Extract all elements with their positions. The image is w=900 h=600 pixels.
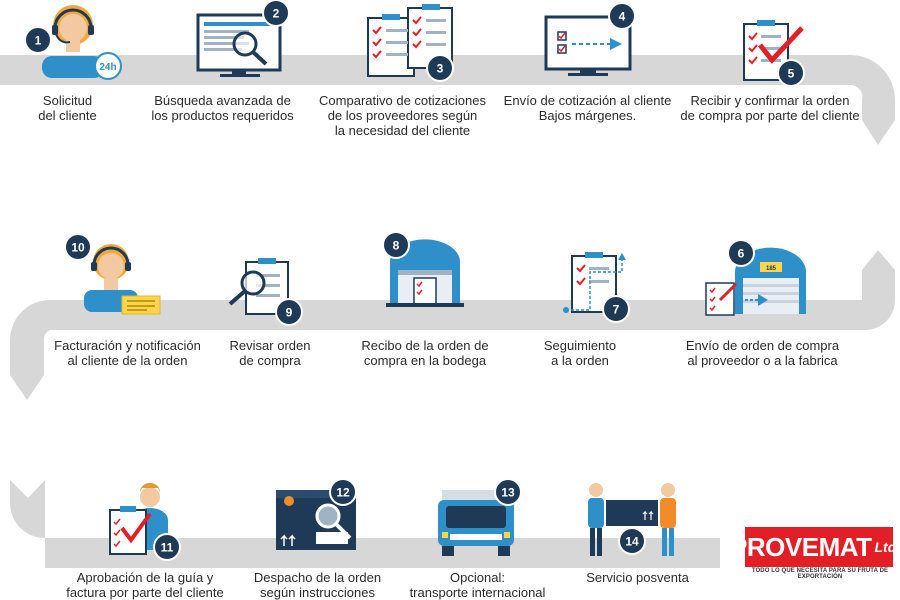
svg-text:13: 13 bbox=[501, 486, 515, 500]
step-label-8: Recibo de la orden de compra en la bodeg… bbox=[361, 338, 489, 368]
billing-agent-icon bbox=[84, 244, 161, 315]
step-badge-14: 14 bbox=[618, 527, 646, 555]
step-label-9: Revisar orden de compra bbox=[229, 338, 311, 368]
svg-text:8: 8 bbox=[393, 239, 400, 253]
svg-text:11: 11 bbox=[161, 541, 174, 555]
step-badge-13: 13 bbox=[494, 478, 522, 506]
step-label-5: Recibir y confirmar la orden de compra p… bbox=[680, 93, 860, 123]
step-badge-12: 12 bbox=[329, 478, 357, 506]
warehouse-receiving-icon bbox=[386, 239, 464, 307]
step-label-10: Facturación y notificación al cliente de… bbox=[54, 338, 201, 368]
svg-text:10: 10 bbox=[71, 241, 85, 255]
order-tracking-icon bbox=[563, 252, 626, 313]
step-badge-10: 10 bbox=[64, 233, 92, 261]
step-label-2: Búsqueda avanzada de los productos reque… bbox=[151, 93, 294, 123]
send-order-to-factory-icon bbox=[705, 247, 806, 316]
step-badge-5: 5 bbox=[777, 59, 805, 87]
step-label-13: Opcional: transporte internacional bbox=[409, 570, 546, 600]
provemat-logo: PROVEMAT Ltda. bbox=[730, 527, 900, 567]
step-label-7: Seguimiento a la orden bbox=[543, 338, 617, 368]
svg-text:12: 12 bbox=[336, 486, 350, 500]
svg-text:14: 14 bbox=[625, 535, 639, 549]
logo-main-text: PROVEMAT bbox=[730, 531, 872, 562]
svg-text:7: 7 bbox=[613, 303, 620, 317]
step-label-3: Comparativo de cotizaciones de los prove… bbox=[319, 93, 486, 138]
step-label-4: Envío de cotización al cliente Bajos már… bbox=[503, 93, 672, 123]
step-badge-11: 11 bbox=[153, 533, 181, 561]
after-sales-service-icon bbox=[588, 483, 676, 556]
svg-text:9: 9 bbox=[286, 306, 293, 320]
step-badge-9: 9 bbox=[275, 298, 303, 326]
svg-text:6: 6 bbox=[738, 247, 745, 261]
monitor-search-icon bbox=[196, 13, 282, 77]
warehouse-sign-text: 185 bbox=[766, 266, 777, 272]
step-badge-4: 4 bbox=[608, 2, 636, 30]
step-label-11: Aprobación de la guía y factura por part… bbox=[66, 570, 224, 600]
step-label-1: Solicitud del cliente bbox=[38, 93, 97, 123]
step-label-12: Despacho de la orden según instrucciones bbox=[253, 570, 382, 600]
logo-suffix-text: Ltda. bbox=[874, 539, 900, 555]
svg-text:1: 1 bbox=[35, 34, 42, 48]
step-label-14: Servicio posventa bbox=[586, 570, 689, 585]
logo-tagline: TODO LO QUE NECESITA PARA SU FRUTA DE EX… bbox=[751, 568, 889, 580]
24h-text: 24h bbox=[99, 62, 116, 73]
customer-service-agent-icon bbox=[42, 5, 122, 80]
step-badge-1: 1 bbox=[24, 26, 52, 54]
step-badge-8: 8 bbox=[382, 231, 410, 259]
review-order-icon bbox=[228, 258, 289, 315]
step-badge-2: 2 bbox=[262, 0, 290, 27]
truck-icon bbox=[438, 490, 514, 556]
step-label-6: Envío de orden de compra al proveedor o … bbox=[685, 338, 840, 368]
svg-text:2: 2 bbox=[273, 7, 280, 21]
step-badge-7: 7 bbox=[602, 295, 630, 323]
step-badge-6: 6 bbox=[727, 239, 755, 267]
svg-text:3: 3 bbox=[437, 62, 444, 76]
step-badge-3: 3 bbox=[426, 54, 454, 82]
svg-text:5: 5 bbox=[788, 67, 795, 81]
svg-text:4: 4 bbox=[619, 10, 626, 24]
